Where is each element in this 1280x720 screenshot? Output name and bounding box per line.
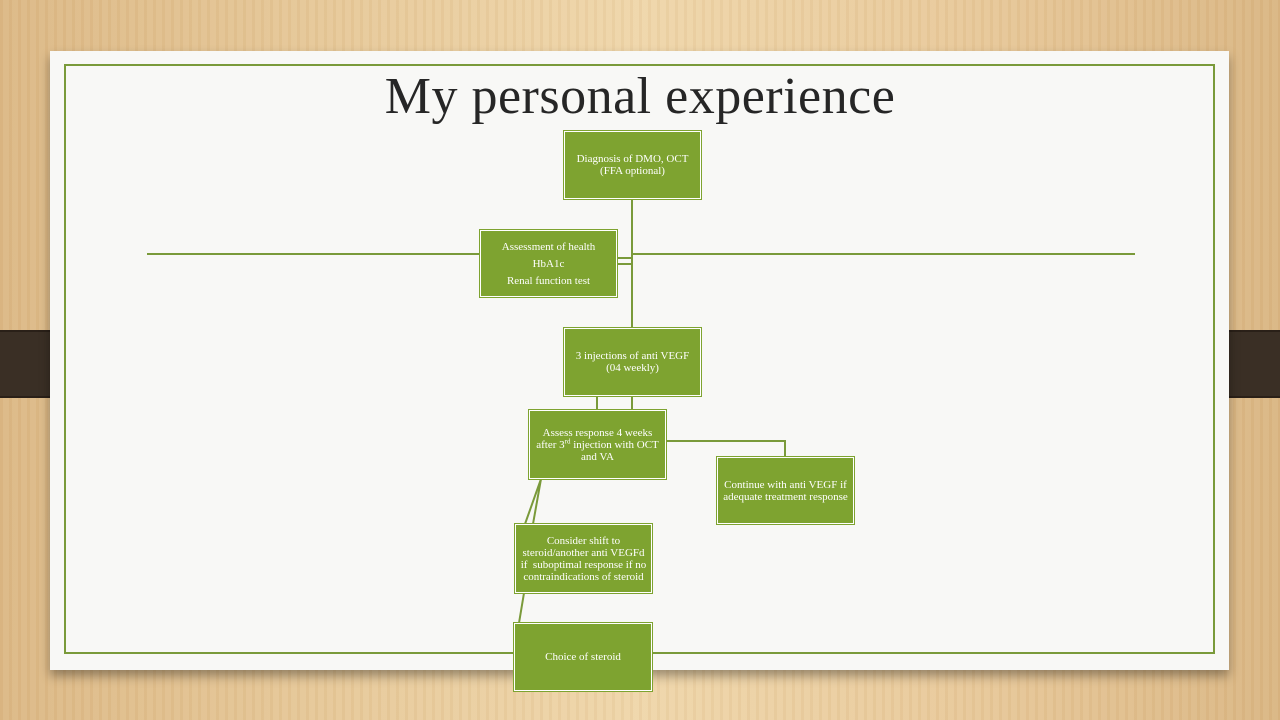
box-consider-line4: contraindications of steroid xyxy=(523,570,644,583)
connector-assess-to-consider-1 xyxy=(524,478,542,525)
connector-consider-to-choice xyxy=(518,592,525,624)
box-assess-line1: Assess response 4 weeks xyxy=(542,426,653,439)
box-assessment-line3: Renal function test xyxy=(506,274,591,287)
box-assessment-line2: HbA1c xyxy=(532,257,565,270)
box-consider-line1: Consider shift to xyxy=(546,534,621,547)
box-injections-line2: (04 weekly) xyxy=(606,362,659,374)
connector-assess-to-consider-2 xyxy=(532,478,542,525)
box-consider-line3: if suboptimal response if no xyxy=(520,558,647,571)
box-consider-line2: steroid/another anti VEGFd xyxy=(522,546,645,559)
box-assess-line2: after 3rd injection with OCT xyxy=(536,436,659,451)
box-assess-response: Assess response 4 weeks after 3rd inject… xyxy=(529,410,666,479)
box-assessment-health: Assessment of health HbA1c Renal functio… xyxy=(480,230,617,297)
box-continue-vegf: Continue with anti VEGF if adequate trea… xyxy=(717,457,854,524)
box-assess-line2-pre: after 3 xyxy=(536,438,565,451)
slide-title: My personal experience xyxy=(384,68,896,125)
box-diagnosis-line1: Diagnosis of DMO, OCT xyxy=(576,153,689,165)
box-choice-steroid: Choice of steroid xyxy=(514,623,652,691)
box-diagnosis-line2: (FFA optional) xyxy=(600,165,665,177)
box-assessment-line1: Assessment of health xyxy=(501,240,596,253)
horizontal-divider-left xyxy=(147,253,480,255)
box-assess-line2-sup: rd xyxy=(564,436,571,445)
box-assess-line3: and VA xyxy=(581,450,614,463)
box-injections: 3 injections of anti VEGF (04 weekly) xyxy=(564,328,701,396)
box-diagnosis: Diagnosis of DMO, OCT (FFA optional) xyxy=(564,131,701,199)
box-assess-line2-post: injection with OCT xyxy=(570,438,659,451)
connector-assess-to-continue xyxy=(665,440,786,457)
box-continue-line1: Continue with anti VEGF if xyxy=(724,478,847,491)
box-consider-shift: Consider shift to steroid/another anti V… xyxy=(515,524,652,593)
box-continue-line2: adequate treatment response xyxy=(723,490,848,503)
box-choice-line1: Choice of steroid xyxy=(545,651,621,663)
horizontal-divider-right xyxy=(632,253,1135,255)
box-injections-line1: 3 injections of anti VEGF xyxy=(575,350,690,362)
